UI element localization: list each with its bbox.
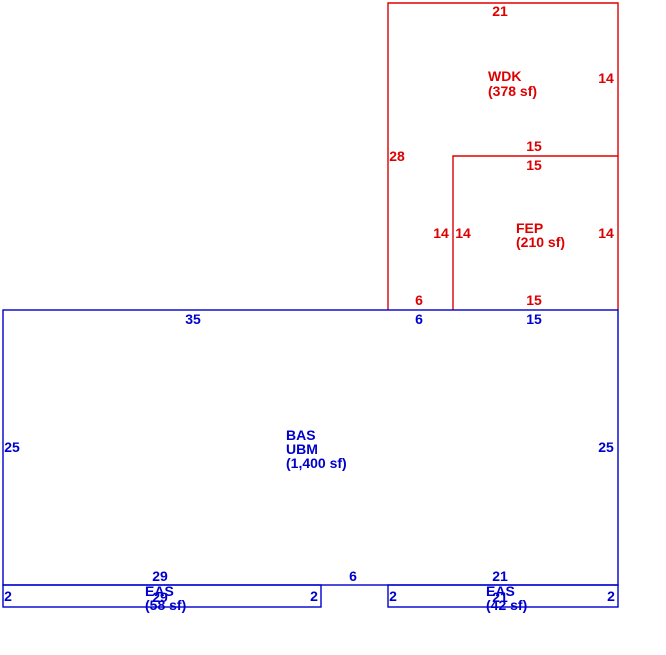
eas-right-code: EAS (486, 583, 515, 599)
dim-wdk-fep-top: 15 (526, 138, 542, 154)
dim-bas-left: 25 (4, 439, 20, 455)
dim-fep-left-inner: 14 (455, 225, 471, 241)
eas-left-outline (2, 584, 322, 608)
dim-bas-bottom-left: 29 (152, 568, 168, 584)
dim-eas-left-left: 2 (4, 588, 12, 604)
dim-wdk-top: 21 (492, 3, 508, 19)
dim-wdk-bottom: 6 (415, 292, 423, 308)
fep-area: (210 sf) (516, 234, 565, 250)
eas-left-area: (58 sf) (145, 597, 186, 613)
dim-wdk-right: 14 (598, 70, 614, 86)
bas-area: (1,400 sf) (286, 455, 347, 471)
dim-eas-right-left: 2 (389, 588, 397, 604)
dim-eas-right-right: 2 (607, 588, 615, 604)
bas-sub: UBM (286, 441, 318, 457)
dim-bas-bottom-mid: 6 (349, 568, 357, 584)
fep-code: FEP (516, 220, 543, 236)
dim-eas-left-right: 2 (310, 588, 318, 604)
wdk-area: (378 sf) (488, 83, 537, 99)
eas-left-code: EAS (145, 583, 174, 599)
dim-fep-top: 15 (526, 157, 542, 173)
dim-bas-top-left: 35 (185, 311, 201, 327)
dim-bas-right: 25 (598, 439, 614, 455)
wdk-code: WDK (488, 68, 521, 84)
dim-bas-top-right: 15 (526, 311, 542, 327)
dim-fep-bottom: 15 (526, 292, 542, 308)
dim-fep-right: 14 (598, 225, 614, 241)
fep-outline (452, 155, 618, 310)
dim-eas-right-bottom: 21 (492, 589, 508, 605)
dim-bas-top-mid: 6 (415, 311, 423, 327)
dim-bas-bottom-right: 21 (492, 568, 508, 584)
dim-fep-left-outer: 14 (433, 225, 449, 241)
dim-eas-left-bottom: 29 (152, 589, 168, 605)
dim-wdk-left: 28 (389, 148, 405, 164)
eas-right-area: (42 sf) (486, 597, 527, 613)
eas-right-outline (387, 584, 619, 608)
bas-code: BAS (286, 427, 316, 443)
